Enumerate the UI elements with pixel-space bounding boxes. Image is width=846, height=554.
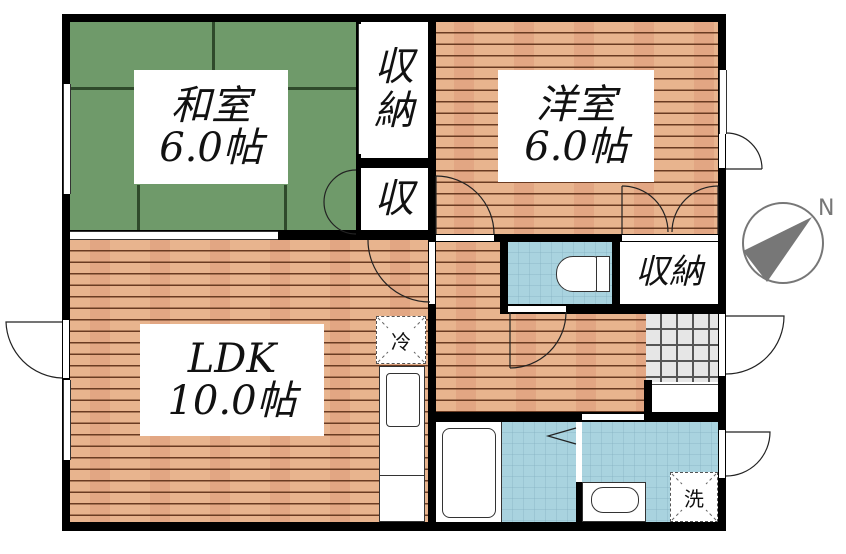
kitchen-stove-divider <box>380 475 424 476</box>
tatami-seam <box>284 185 287 230</box>
wall-toilet-left <box>500 234 508 312</box>
wall-entrance-left <box>644 380 652 420</box>
wall-toilet-right <box>612 234 620 312</box>
wall-closet-divider <box>360 158 430 168</box>
fridge-label: 冷 <box>391 329 411 354</box>
sliding-door-washitsu-ldk[interactable] <box>70 231 278 240</box>
tatami-seam <box>212 22 215 82</box>
wall-top <box>62 14 726 22</box>
closet-small-label: 収 <box>362 170 426 228</box>
youshitsu-name: 洋室 <box>536 82 616 128</box>
window-ldk-left-door[interactable] <box>63 320 69 378</box>
doorway-closet-toilet-side[interactable] <box>622 235 718 241</box>
wall-right <box>718 14 726 531</box>
wash-basin-bowl <box>591 487 639 513</box>
wash-basin <box>582 482 646 522</box>
doorway-youshitsu-hall[interactable] <box>436 235 494 241</box>
wall-left <box>62 14 70 531</box>
bathtub <box>436 422 502 522</box>
kitchen-counter <box>379 366 425 522</box>
closet-tall-label: 収 納 <box>362 26 426 152</box>
wall-hall-bottom <box>428 412 726 422</box>
wall-bottom <box>62 522 726 531</box>
closet-toilet-side-label: 収納 <box>622 244 716 302</box>
washitsu-name: 和室 <box>171 83 251 129</box>
bath-door[interactable] <box>576 422 582 482</box>
window-washitsu-left <box>63 84 71 194</box>
youshitsu-label: 洋室 6.0帖 <box>498 70 654 182</box>
doorway-ldk-hall[interactable] <box>429 242 435 304</box>
fridge-space: 冷 <box>376 316 426 364</box>
door-washroom-outside[interactable] <box>719 430 725 478</box>
kitchen-sink <box>386 373 420 427</box>
entrance-step <box>652 384 718 413</box>
youshitsu-size: 6.0帖 <box>524 124 628 170</box>
washitsu-size: 6.0帖 <box>159 125 263 171</box>
window-youshitsu-right <box>719 70 727 134</box>
north-arrow-icon <box>742 202 824 284</box>
toilet-bowl <box>556 256 610 292</box>
doorway-hall-washroom[interactable] <box>582 414 644 420</box>
door-entrance[interactable] <box>719 314 725 376</box>
wall-youshitsu-bottom <box>436 234 726 242</box>
wall-toilet-bottom <box>500 304 726 314</box>
washer-label: 洗 <box>684 486 704 511</box>
ldk-size: 10.0帖 <box>167 378 297 424</box>
door-youshitsu-balcony[interactable] <box>719 134 725 168</box>
tatami-seam <box>137 185 140 230</box>
bathtub-basin <box>442 428 496 518</box>
closet-sliding-door[interactable] <box>358 24 363 154</box>
ldk-name: LDK <box>187 336 277 382</box>
washer-space: 洗 <box>670 472 718 522</box>
window-ldk-left <box>63 380 71 460</box>
entrance-floor <box>646 314 718 382</box>
ldk-label: LDK 10.0帖 <box>140 324 324 436</box>
doorway-toilet[interactable] <box>508 306 566 312</box>
washitsu-label: 和室 6.0帖 <box>134 70 288 184</box>
compass-north-label: N <box>818 196 835 221</box>
